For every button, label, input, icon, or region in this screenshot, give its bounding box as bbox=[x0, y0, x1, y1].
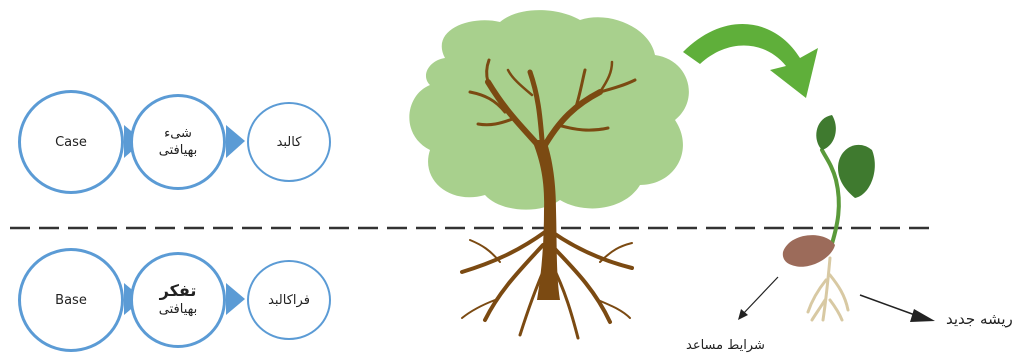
chain-top-label-body: کالبد bbox=[277, 135, 302, 150]
chain-bottom-circle-base: Base bbox=[18, 248, 124, 352]
favorable-conditions-label: شرایط مساعد bbox=[686, 338, 765, 353]
chain-top-label-case: Case bbox=[55, 135, 87, 150]
curved-arrow-icon bbox=[683, 24, 818, 98]
sprout-stem bbox=[822, 150, 839, 250]
chain-top-circle-body: کالبد bbox=[247, 102, 331, 182]
chain-top-label-object: شیء بهیافتی bbox=[159, 125, 197, 159]
chain-top-circle-case: Case bbox=[18, 90, 124, 194]
sprout-icon bbox=[808, 115, 875, 320]
pointer-arrow-icon bbox=[738, 277, 778, 320]
chain-top-label-object-line1: شیء bbox=[159, 125, 197, 142]
sprout-leaf-left bbox=[816, 115, 836, 150]
new-root-label: ریشه جدید bbox=[946, 310, 1013, 328]
chain-bottom-label-thought-line2: بهیافتی bbox=[159, 300, 197, 319]
chain-top-label-object-line2: بهیافتی bbox=[159, 142, 197, 159]
chain-bottom-label-metabody: فراکالبد bbox=[268, 293, 310, 308]
chain-arrow-bottom-2 bbox=[226, 283, 245, 315]
sprout-leaf-right bbox=[838, 145, 875, 198]
chain-bottom-circle-thought: تفکر بهیافتی bbox=[130, 252, 226, 348]
chain-top-circle-object: شیء بهیافتی bbox=[130, 94, 226, 190]
chain-bottom-label-thought-line1: تفکر bbox=[159, 281, 197, 300]
tree-icon bbox=[409, 10, 689, 338]
chain-bottom-circle-metabody: فراکالبد bbox=[247, 260, 331, 340]
pointer-arrow-icon bbox=[860, 295, 935, 322]
chain-bottom-label-thought: تفکر بهیافتی bbox=[159, 281, 197, 319]
seed-icon bbox=[783, 235, 835, 267]
sprout-roots bbox=[808, 258, 848, 320]
chain-bottom-label-base: Base bbox=[55, 293, 87, 308]
chain-arrow-top-2 bbox=[226, 125, 245, 158]
